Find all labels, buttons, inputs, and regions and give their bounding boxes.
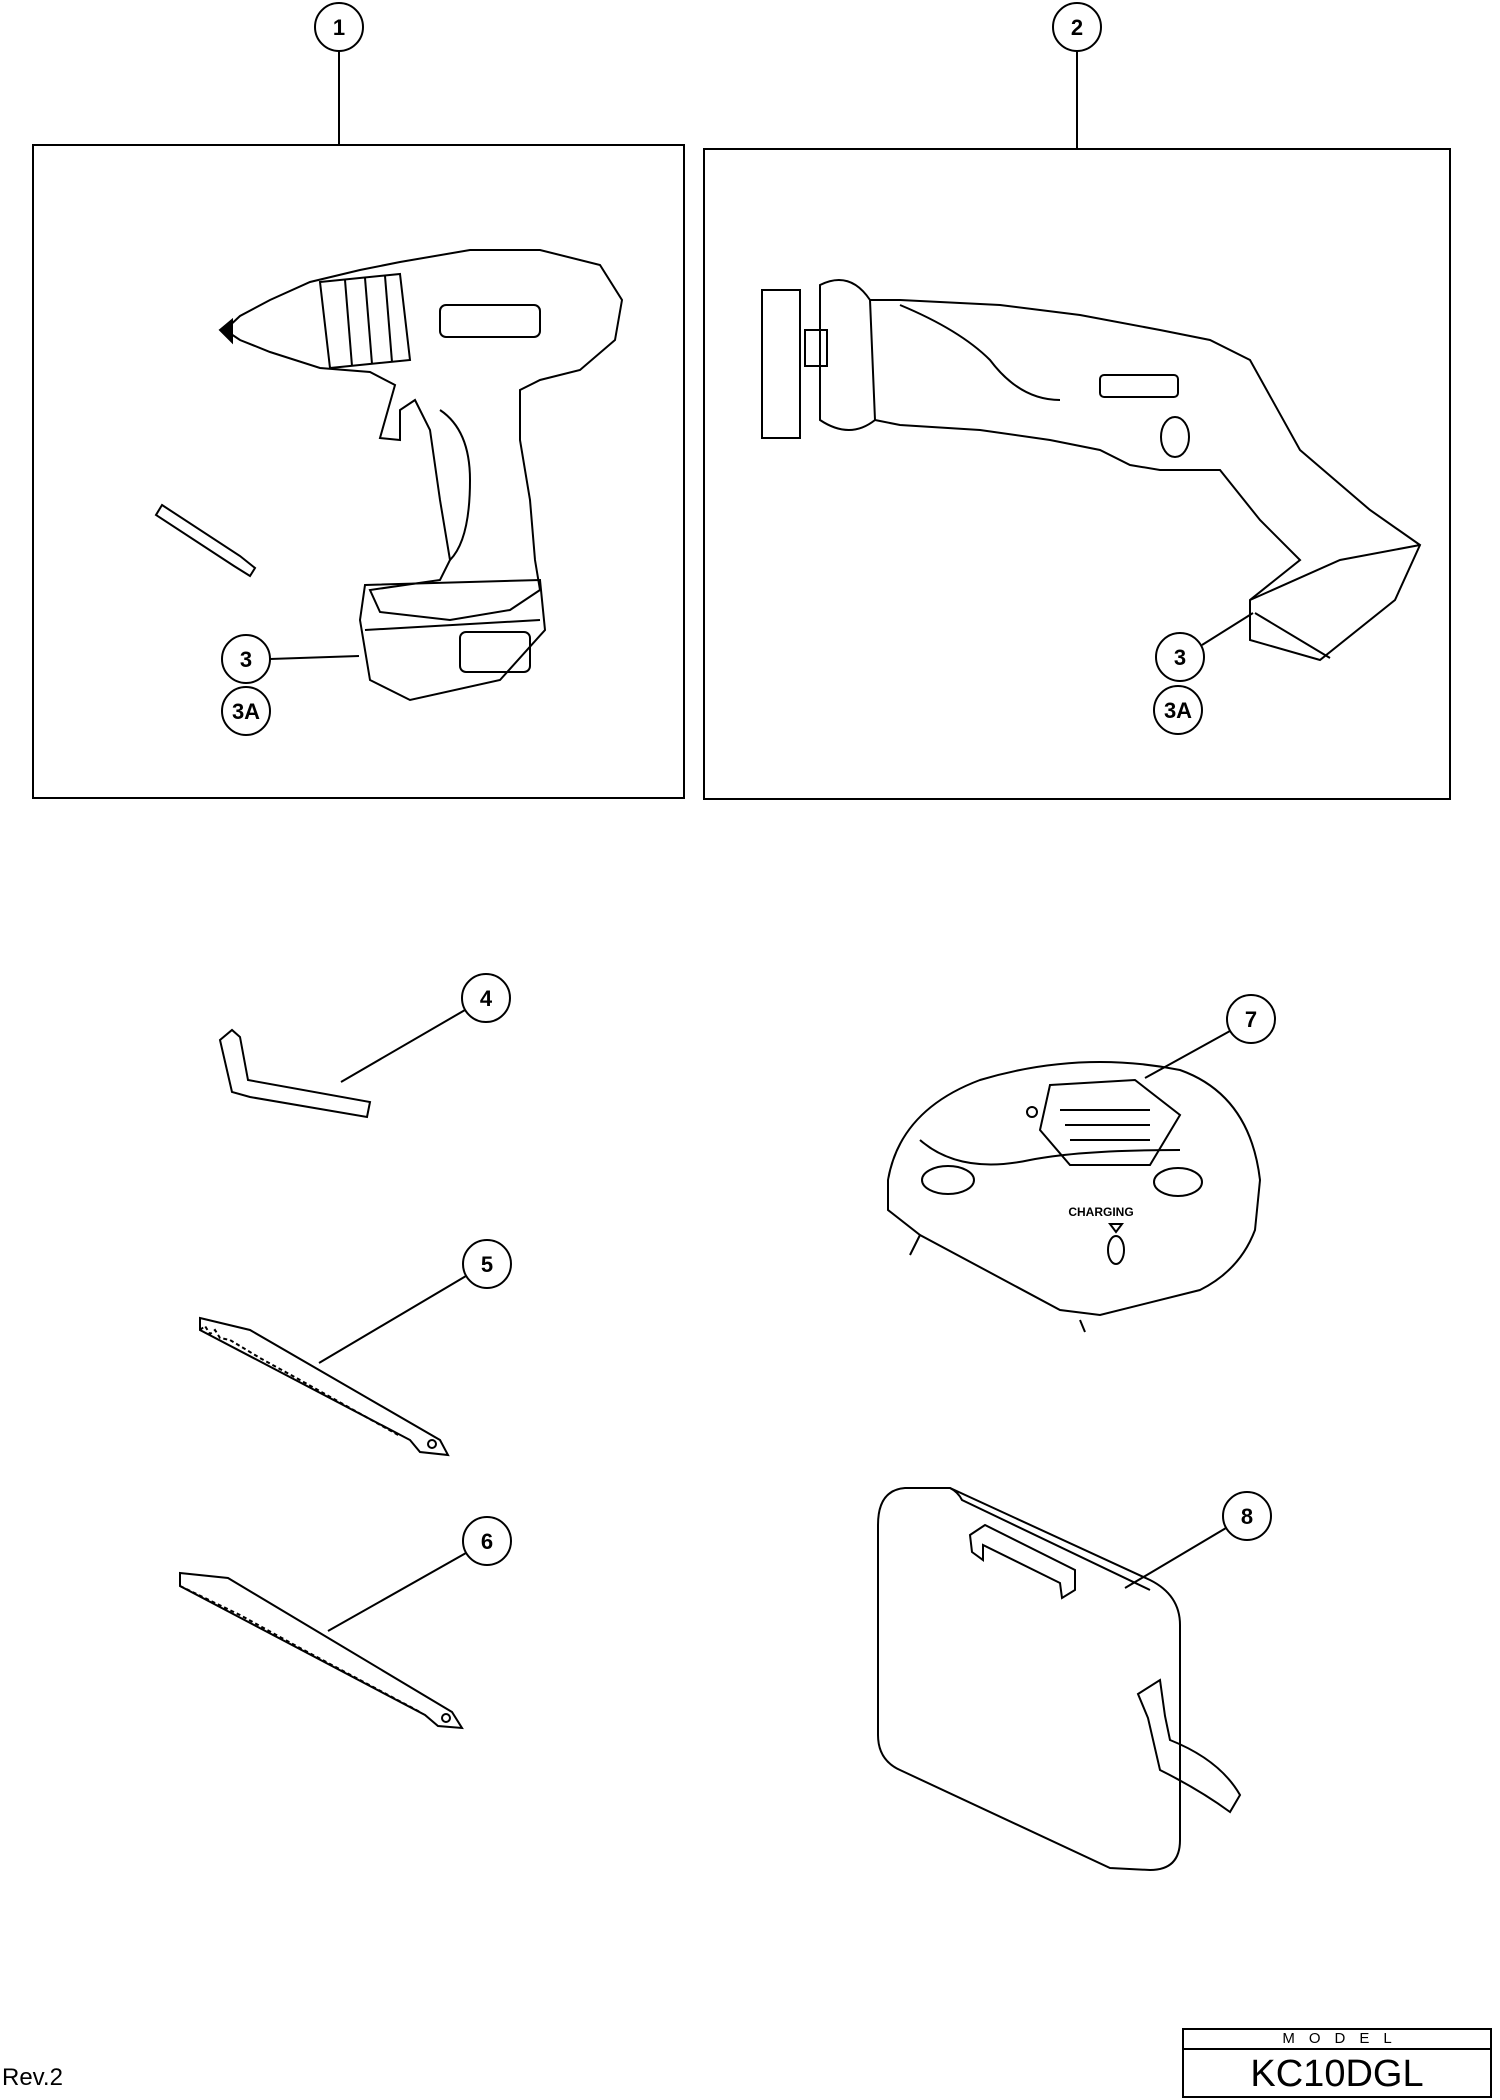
svg-text:2: 2 (1071, 15, 1083, 40)
svg-text:4: 4 (480, 986, 493, 1011)
svg-text:6: 6 (481, 1529, 493, 1554)
svg-text:7: 7 (1245, 1007, 1257, 1032)
revision-label: Rev.2 (2, 2064, 63, 2091)
svg-text:3: 3 (240, 647, 252, 672)
callout-7: 7 (1226, 994, 1276, 1044)
saw-blade-5 (199, 1316, 450, 1457)
callout-3-saw: 3 (1155, 632, 1205, 682)
svg-text:5: 5 (481, 1252, 493, 1277)
callout-3-drill: 3 (221, 634, 271, 684)
callout-6: 6 (462, 1516, 512, 1566)
svg-text:3A: 3A (1164, 698, 1192, 723)
driver-bit (154, 503, 257, 578)
panel-drill (32, 144, 685, 799)
svg-text:1: 1 (333, 15, 345, 40)
model-value: KC10DGL (1250, 2053, 1424, 2095)
svg-text:3: 3 (1174, 645, 1186, 670)
svg-text:8: 8 (1241, 1504, 1253, 1529)
callout-4: 4 (461, 973, 511, 1023)
callout-1: 1 (314, 2, 364, 52)
panel-saw (703, 148, 1451, 800)
model-label: MODEL (1184, 2030, 1490, 2050)
callout-8: 8 (1222, 1491, 1272, 1541)
saw-blade-6 (179, 1571, 464, 1730)
callout-3A-drill: 3A (221, 686, 271, 736)
callout-2: 2 (1052, 2, 1102, 52)
reciprocating-saw (761, 279, 1422, 662)
cordless-drill (218, 249, 624, 702)
hex-key (218, 1028, 372, 1119)
carrying-case (877, 1487, 1242, 1872)
battery-charger: CHARGING (887, 1061, 1262, 1333)
callout-3A-saw: 3A (1153, 685, 1203, 735)
model-box: MODEL KC10DGL (1182, 2028, 1492, 2098)
charger-charging-label: CHARGING (1068, 1205, 1133, 1219)
svg-text:3A: 3A (232, 699, 260, 724)
callout-5: 5 (462, 1239, 512, 1289)
